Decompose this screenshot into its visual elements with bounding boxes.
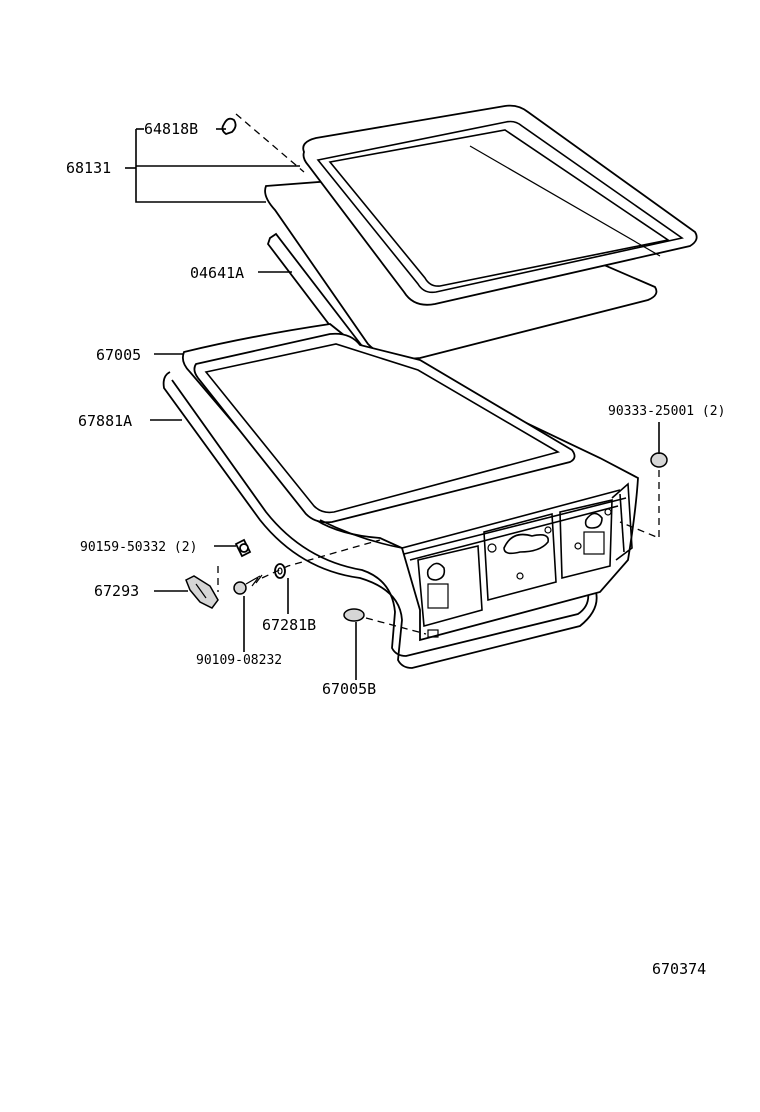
clip-64818B (221, 117, 237, 135)
screw-90109 (233, 574, 263, 595)
back-door-panel (162, 323, 639, 669)
cap-67005B (343, 608, 365, 622)
label-67881A: 67881A (78, 412, 132, 430)
label-67281B: 67281B (262, 616, 316, 634)
part-labels: 64818B 68131 04641A 67005 67881A 90333-2… (66, 120, 725, 978)
label-90159-50332: 90159-50332 (2) (80, 540, 197, 555)
label-64818B: 64818B (144, 120, 198, 138)
label-90333-25001: 90333-25001 (2) (608, 404, 725, 419)
diagram-id: 670374 (652, 960, 706, 978)
hinge-67293 (185, 575, 219, 609)
label-67293: 67293 (94, 582, 139, 600)
plug-90333 (650, 452, 668, 468)
label-67005: 67005 (96, 346, 141, 364)
glass-weatherstrip-frame (302, 104, 698, 306)
label-90109-08232: 90109-08232 (196, 653, 282, 668)
label-04641A: 04641A (190, 264, 244, 282)
leader-lines (125, 128, 660, 680)
assembly-lines (217, 113, 660, 635)
label-67005B: 67005B (322, 680, 376, 698)
label-68131: 68131 (66, 159, 111, 177)
washer-67281B (274, 563, 286, 579)
bolt-90159 (234, 538, 252, 558)
